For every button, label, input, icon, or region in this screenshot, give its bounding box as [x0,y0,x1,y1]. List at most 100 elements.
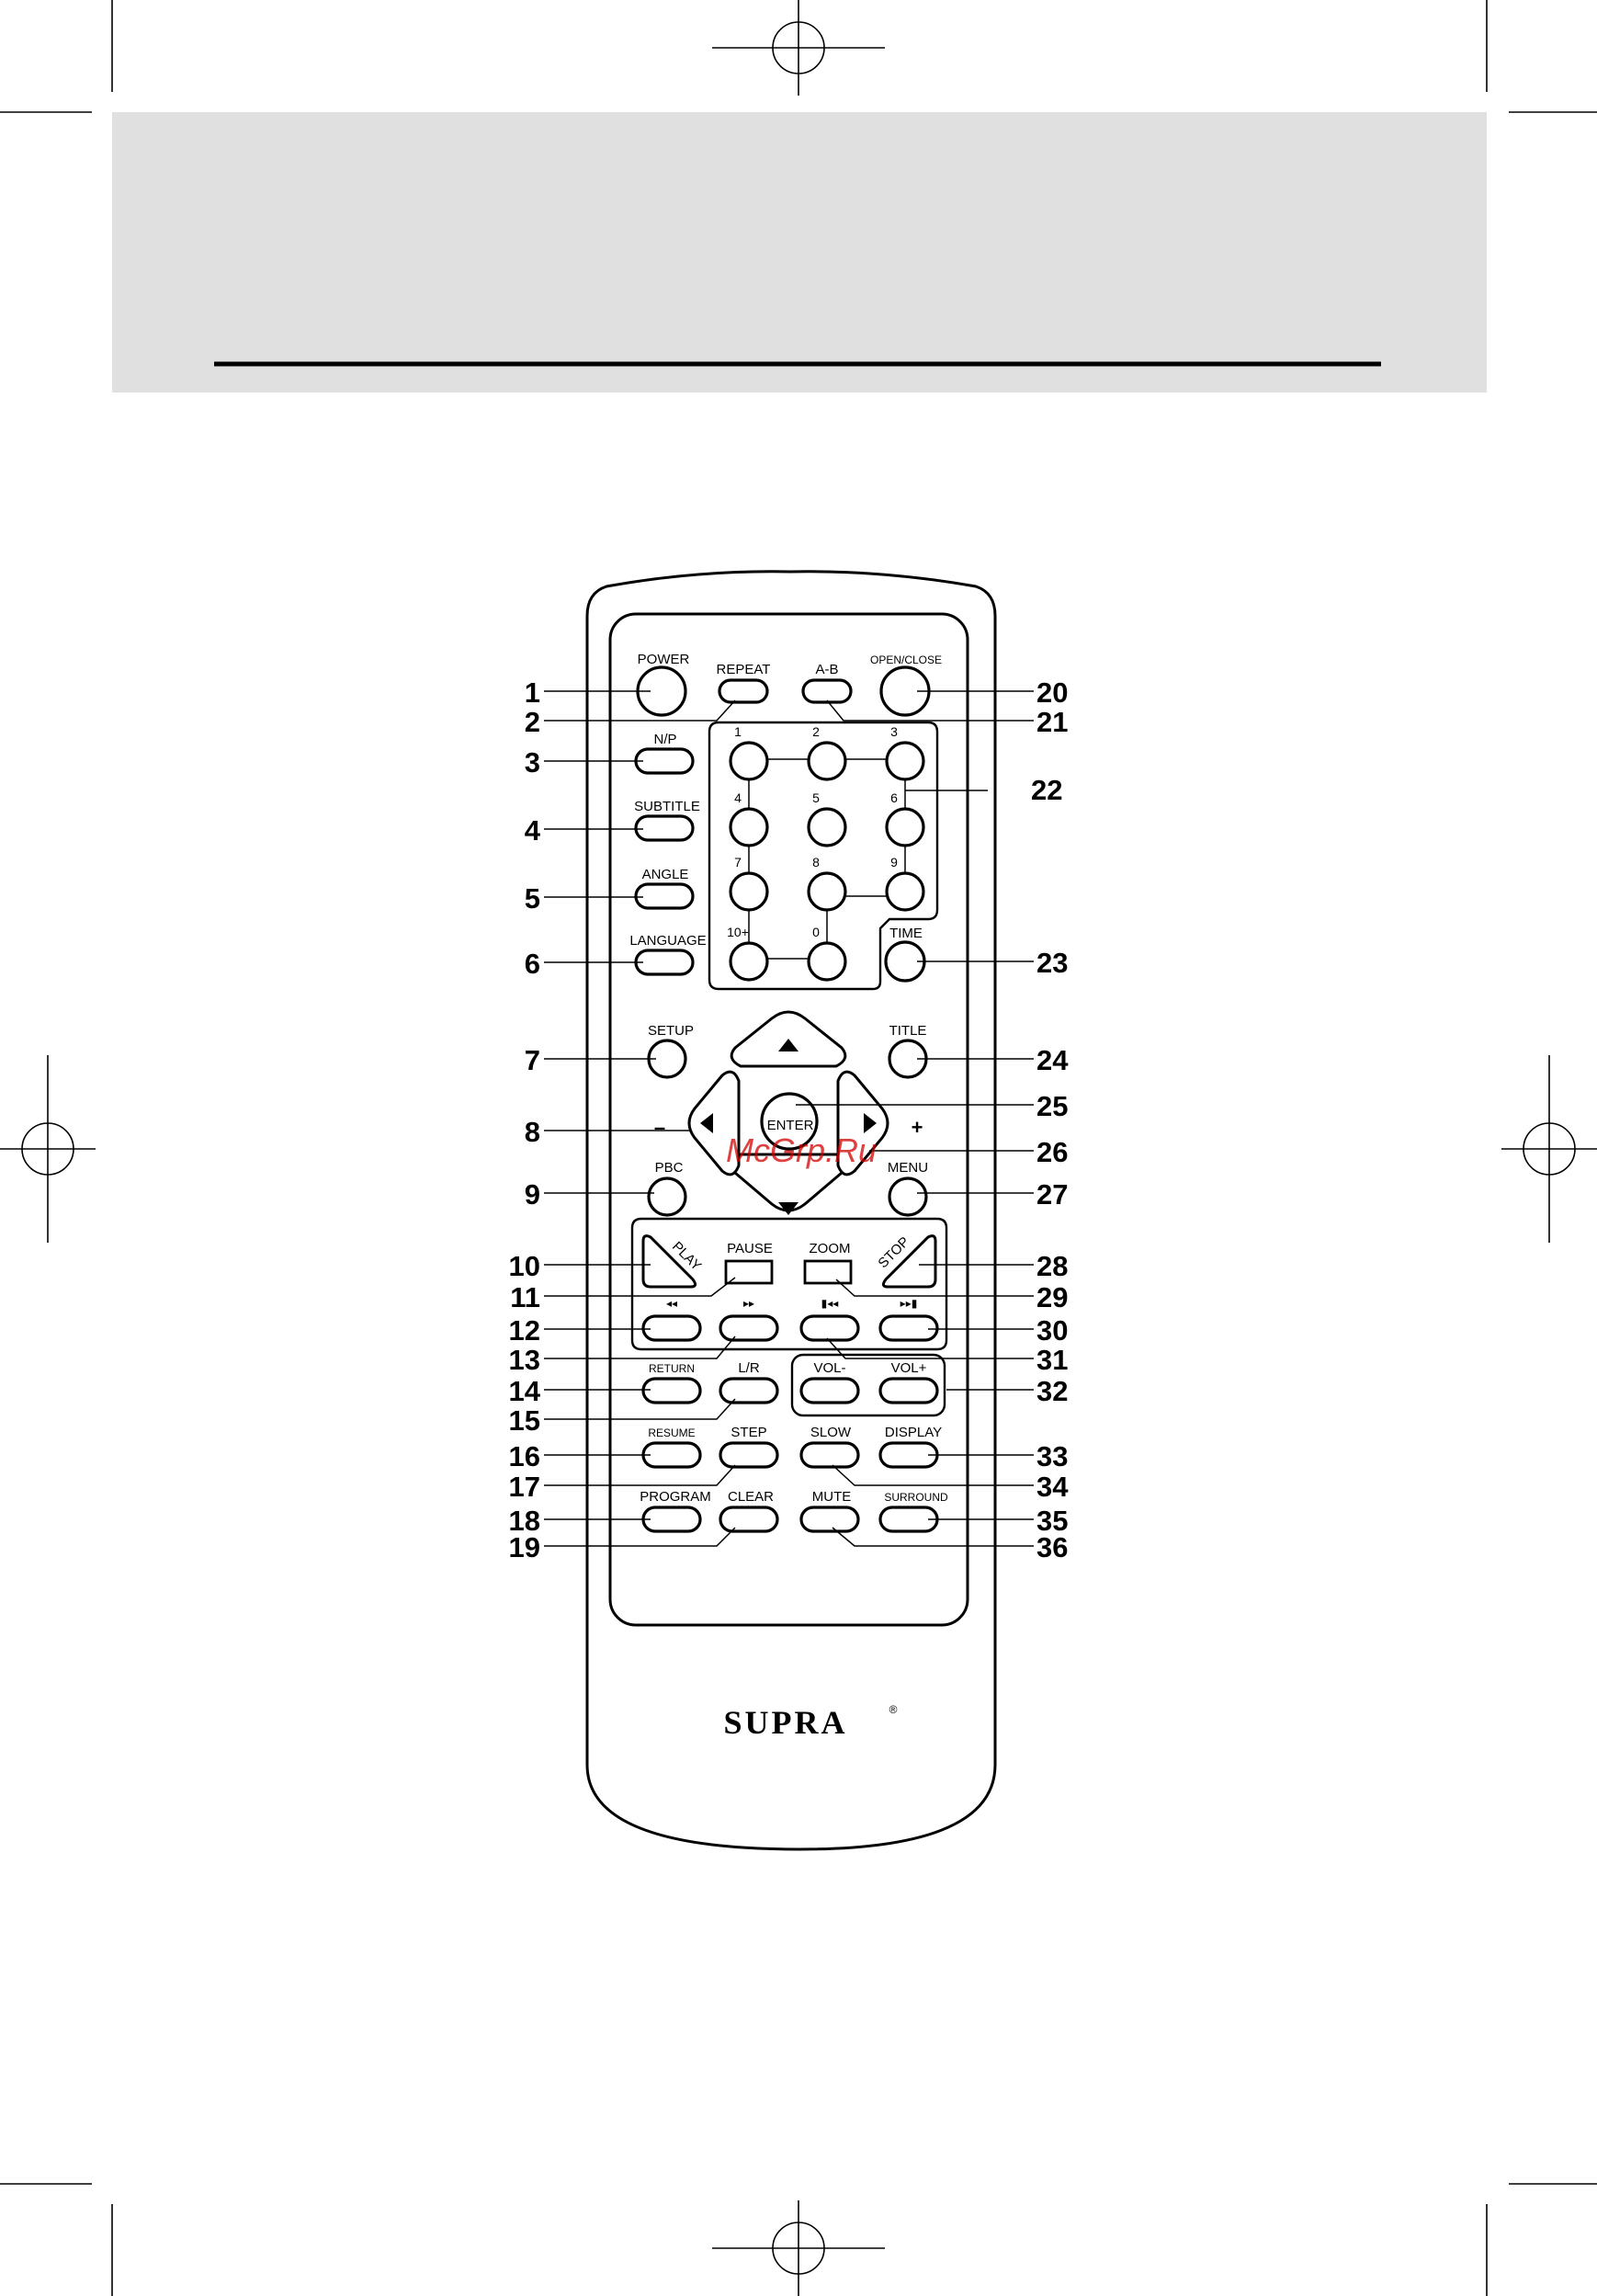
callout-31: 31 [1036,1344,1068,1376]
surround-label: SURROUND [884,1491,948,1504]
vol-plus-button[interactable] [878,1377,939,1404]
plus-sign: + [912,1116,923,1139]
digit-button-3[interactable] [885,741,925,781]
callout-18: 18 [509,1505,540,1537]
digit-button-8[interactable] [807,871,847,912]
brand-registered-mark: ® [889,1703,898,1716]
transport-border [630,1217,948,1351]
time-label: TIME [889,926,923,941]
step-button[interactable] [719,1441,779,1469]
down-arrow-icon [778,1202,798,1215]
angle-button[interactable] [634,882,695,910]
clear-button[interactable] [719,1506,779,1533]
callout-6: 6 [525,948,540,980]
digit-button-4[interactable] [729,807,769,847]
next-button[interactable] [878,1314,939,1342]
program-button[interactable] [641,1506,702,1533]
ab-button[interactable] [801,678,853,704]
rewind-button[interactable] [641,1314,702,1342]
callout-8: 8 [525,1116,540,1148]
callout-22: 22 [1031,774,1062,806]
right-arrow-icon [864,1113,877,1133]
callout-numbers-left: 1 2 3 4 5 6 7 8 9 10 11 12 13 14 15 16 1… [509,676,541,1563]
callout-14: 14 [509,1375,541,1407]
lr-button[interactable] [719,1377,779,1404]
up-arrow-icon [778,1039,798,1051]
digit-button-11[interactable] [807,941,847,982]
enter-label: ENTER [767,1118,814,1133]
callout-32: 32 [1036,1375,1068,1407]
title-label: TITLE [889,1023,927,1039]
digit-button-5[interactable] [807,807,847,847]
rewind-icon: ◂◂ [666,1297,677,1310]
enter-button[interactable] [760,1092,819,1151]
digit-button-1[interactable] [729,741,769,781]
button-panel-outline [608,612,969,1627]
callout-26: 26 [1036,1136,1068,1168]
program-label: PROGRAM [640,1489,711,1505]
digit-button-2[interactable] [807,741,847,781]
callout-33: 33 [1036,1440,1068,1472]
return-button[interactable] [641,1377,702,1404]
slow-button[interactable] [799,1441,860,1469]
callout-23: 23 [1036,947,1068,979]
vol-minus-label: VOL- [813,1360,845,1376]
pbc-button[interactable] [647,1176,687,1217]
stop-button[interactable] [881,1234,937,1289]
play-button[interactable] [641,1234,697,1289]
repeat-label: REPEAT [717,662,771,677]
digit-label-3: 3 [890,724,898,739]
digit-button-6[interactable] [885,807,925,847]
slow-label: SLOW [810,1425,852,1440]
keypad-connector [744,758,988,960]
np-button[interactable] [634,747,695,775]
next-icon: ▸▸▮ [900,1297,918,1310]
menu-button[interactable] [888,1176,928,1217]
previous-icon: ▮◂◂ [821,1297,839,1310]
digit-button-9[interactable] [885,871,925,912]
pbc-label: PBC [655,1160,684,1176]
nav-left-button[interactable] [687,1070,741,1176]
mute-label: MUTE [812,1489,852,1505]
vol-minus-button[interactable] [799,1377,860,1404]
resume-button[interactable] [641,1441,702,1469]
watermark: McGrp.Ru [726,1131,877,1169]
callout-15: 15 [509,1404,540,1437]
callout-17: 17 [509,1471,540,1503]
digit-label-6: 6 [890,790,898,805]
digit-label-2: 2 [812,724,820,739]
volume-border [790,1353,946,1417]
navigation-pad: ENTER – + [654,1010,923,1215]
menu-label: MENU [888,1160,928,1176]
ab-label: A-B [815,662,838,677]
registration-mark-top [712,0,885,96]
keypad-border [708,721,939,991]
subtitle-label: SUBTITLE [634,799,700,814]
digit-label-4: 4 [734,790,742,805]
previous-button[interactable] [799,1314,860,1342]
digit-label-10: 10+ [727,925,749,939]
pause-label: PAUSE [727,1241,773,1256]
digit-label-8: 8 [812,855,820,870]
left-arrow-icon [700,1113,713,1133]
digit-label-7: 7 [734,855,742,870]
fast-forward-icon: ▸▸ [743,1297,754,1310]
mute-button[interactable] [799,1506,860,1533]
digit-button-10[interactable] [729,941,769,982]
zoom-button[interactable] [803,1259,853,1285]
np-label: N/P [653,732,676,747]
vol-plus-label: VOL+ [891,1360,927,1376]
callout-21: 21 [1036,706,1068,738]
nav-right-button[interactable] [836,1070,889,1176]
callout-1: 1 [525,676,540,709]
repeat-button[interactable] [718,678,769,704]
subtitle-button[interactable] [634,814,695,842]
step-label: STEP [731,1425,766,1440]
registration-mark-bottom [712,2200,885,2296]
fast-forward-button[interactable] [719,1314,779,1342]
digit-button-7[interactable] [729,871,769,912]
language-button[interactable] [634,949,695,976]
